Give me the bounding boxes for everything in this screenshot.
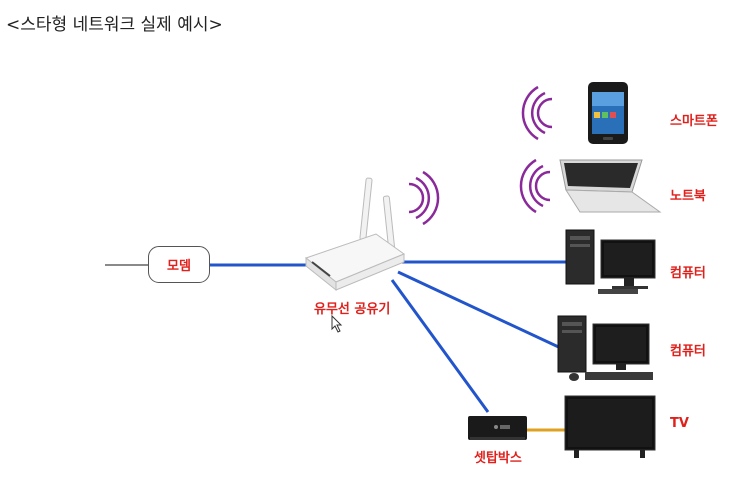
mouse-cursor-icon xyxy=(331,314,343,333)
settop-box-icon xyxy=(468,416,527,440)
tv-icon xyxy=(564,395,656,458)
modem-label: 모뎀 xyxy=(167,259,191,274)
router-label: 유무선 공유기 xyxy=(314,302,391,317)
computer2-label: 컴퓨터 xyxy=(670,344,706,359)
router-settop-link xyxy=(390,279,490,413)
smartphone-icon xyxy=(588,82,628,144)
wifi-signal-icon xyxy=(519,158,551,214)
router-computer2-link xyxy=(397,270,566,352)
wifi-signal-icon xyxy=(521,85,553,141)
smartphone-label: 스마트폰 xyxy=(670,114,718,129)
laptop-label: 노트북 xyxy=(670,189,706,204)
modem-node: 모뎀 xyxy=(148,246,210,283)
laptop-icon xyxy=(559,159,662,213)
computer1-label: 컴퓨터 xyxy=(670,266,706,281)
desktop-computer-icon xyxy=(565,229,656,294)
settop-label: 셋탑박스 xyxy=(474,451,522,466)
page-title: <스타형 네트워크 실제 예시> xyxy=(6,15,223,35)
desktop-computer-icon xyxy=(557,315,653,381)
tv-label: TV xyxy=(670,416,689,431)
wifi-signal-icon xyxy=(408,170,440,226)
router-icon xyxy=(304,177,406,292)
